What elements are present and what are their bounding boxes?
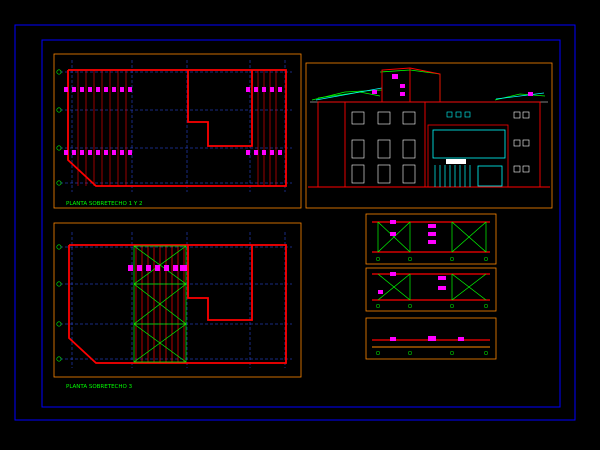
plan-1-walls [67,69,287,187]
plan-2-grid-bubbles [56,244,62,362]
elevation-border [305,62,553,209]
facade-windows [351,111,530,184]
plan-2-border [53,222,302,378]
section-1 [365,213,497,265]
plan-1-purlins [64,87,282,155]
roof-magenta-plates [372,74,533,96]
plan-2-walls [68,244,287,364]
plan-1-caption: PLANTA SOBRETECHO 1 Y 2 [66,201,142,207]
elevation-panel [305,62,553,209]
section-2 [365,267,497,312]
section-3 [365,317,497,360]
plan-2-truss-zone [128,245,187,363]
plan-1-axes [60,60,292,192]
plan-1-grid-bubbles [56,69,62,186]
roof-top-block [381,67,441,102]
plan-1-border [53,53,302,209]
outer-frame [14,24,576,421]
inner-frame [41,39,561,408]
sections-panel [365,213,497,360]
plan-2-panel: PLANTA SOBRETECHO 3 [53,222,302,390]
roof-cyan-trim [315,87,545,101]
plan-1-panel: PLANTA SOBRETECHO 1 Y 2 [53,53,302,209]
plan-1-joists [77,70,277,186]
plan-2-caption: PLANTA SOBRETECHO 3 [66,384,133,390]
storefront [427,111,509,188]
